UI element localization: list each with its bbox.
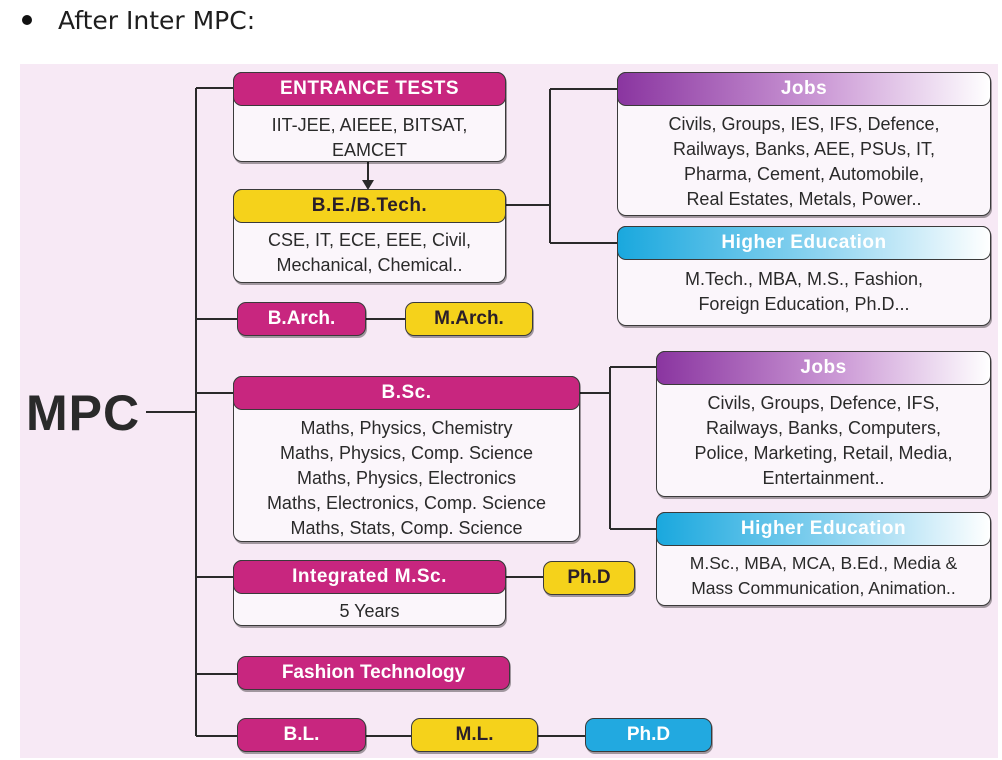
bullet-heading: After Inter MPC: bbox=[22, 4, 255, 36]
bl-node: B.L. bbox=[237, 718, 366, 752]
higher-education-science-title: Higher Education bbox=[656, 512, 991, 546]
integrated-msc-title: Integrated M.Sc. bbox=[233, 560, 506, 594]
integrated-msc-body: 5 Years bbox=[339, 601, 400, 621]
entrance-tests-title: ENTRANCE TESTS bbox=[233, 72, 506, 106]
heading-text: After Inter MPC: bbox=[58, 5, 256, 35]
barch-node: B.Arch. bbox=[237, 302, 366, 336]
jobs-engineering-body: Civils, Groups, IES, IFS, Defence,Railwa… bbox=[668, 114, 940, 209]
fashion-technology-node: Fashion Technology bbox=[237, 656, 510, 690]
btech-body: CSE, IT, ECE, EEE, Civil,Mechanical, Che… bbox=[267, 230, 472, 275]
bullet-icon bbox=[22, 15, 32, 25]
jobs-science-title: Jobs bbox=[656, 351, 991, 385]
msc-phd-node: Ph.D bbox=[543, 561, 635, 595]
jobs-engineering-box: Jobs Civils, Groups, IES, IFS, Defence,R… bbox=[617, 72, 991, 216]
root-node-mpc: MPC bbox=[26, 385, 141, 441]
bsc-title: B.Sc. bbox=[233, 376, 580, 410]
entrance-tests-body: IIT-JEE, AIEEE, BITSAT,EAMCET bbox=[271, 115, 468, 160]
ml-node: M.L. bbox=[411, 718, 538, 752]
higher-education-engineering-box: Higher Education M.Tech., MBA, M.S., Fas… bbox=[617, 226, 991, 326]
higher-education-engineering-title: Higher Education bbox=[617, 226, 991, 260]
arrow-down-icon bbox=[362, 180, 374, 190]
march-node: M.Arch. bbox=[405, 302, 533, 336]
higher-education-engineering-body: M.Tech., MBA, M.S., Fashion,Foreign Educ… bbox=[684, 269, 924, 314]
entrance-tests-box: ENTRANCE TESTS IIT-JEE, AIEEE, BITSAT,EA… bbox=[233, 72, 506, 162]
btech-title: B.E./B.Tech. bbox=[233, 189, 506, 223]
higher-education-science-box: Higher Education M.Sc., MBA, MCA, B.Ed.,… bbox=[656, 512, 991, 606]
higher-education-science-body: M.Sc., MBA, MCA, B.Ed., Media &Mass Comm… bbox=[689, 553, 958, 598]
jobs-science-box: Jobs Civils, Groups, Defence, IFS,Railwa… bbox=[656, 351, 991, 497]
integrated-msc-box: Integrated M.Sc. 5 Years bbox=[233, 560, 506, 626]
law-phd-node: Ph.D bbox=[585, 718, 712, 752]
jobs-science-body: Civils, Groups, Defence, IFS,Railways, B… bbox=[694, 393, 953, 488]
jobs-engineering-title: Jobs bbox=[617, 72, 991, 106]
btech-box: B.E./B.Tech. CSE, IT, ECE, EEE, Civil,Me… bbox=[233, 189, 506, 283]
